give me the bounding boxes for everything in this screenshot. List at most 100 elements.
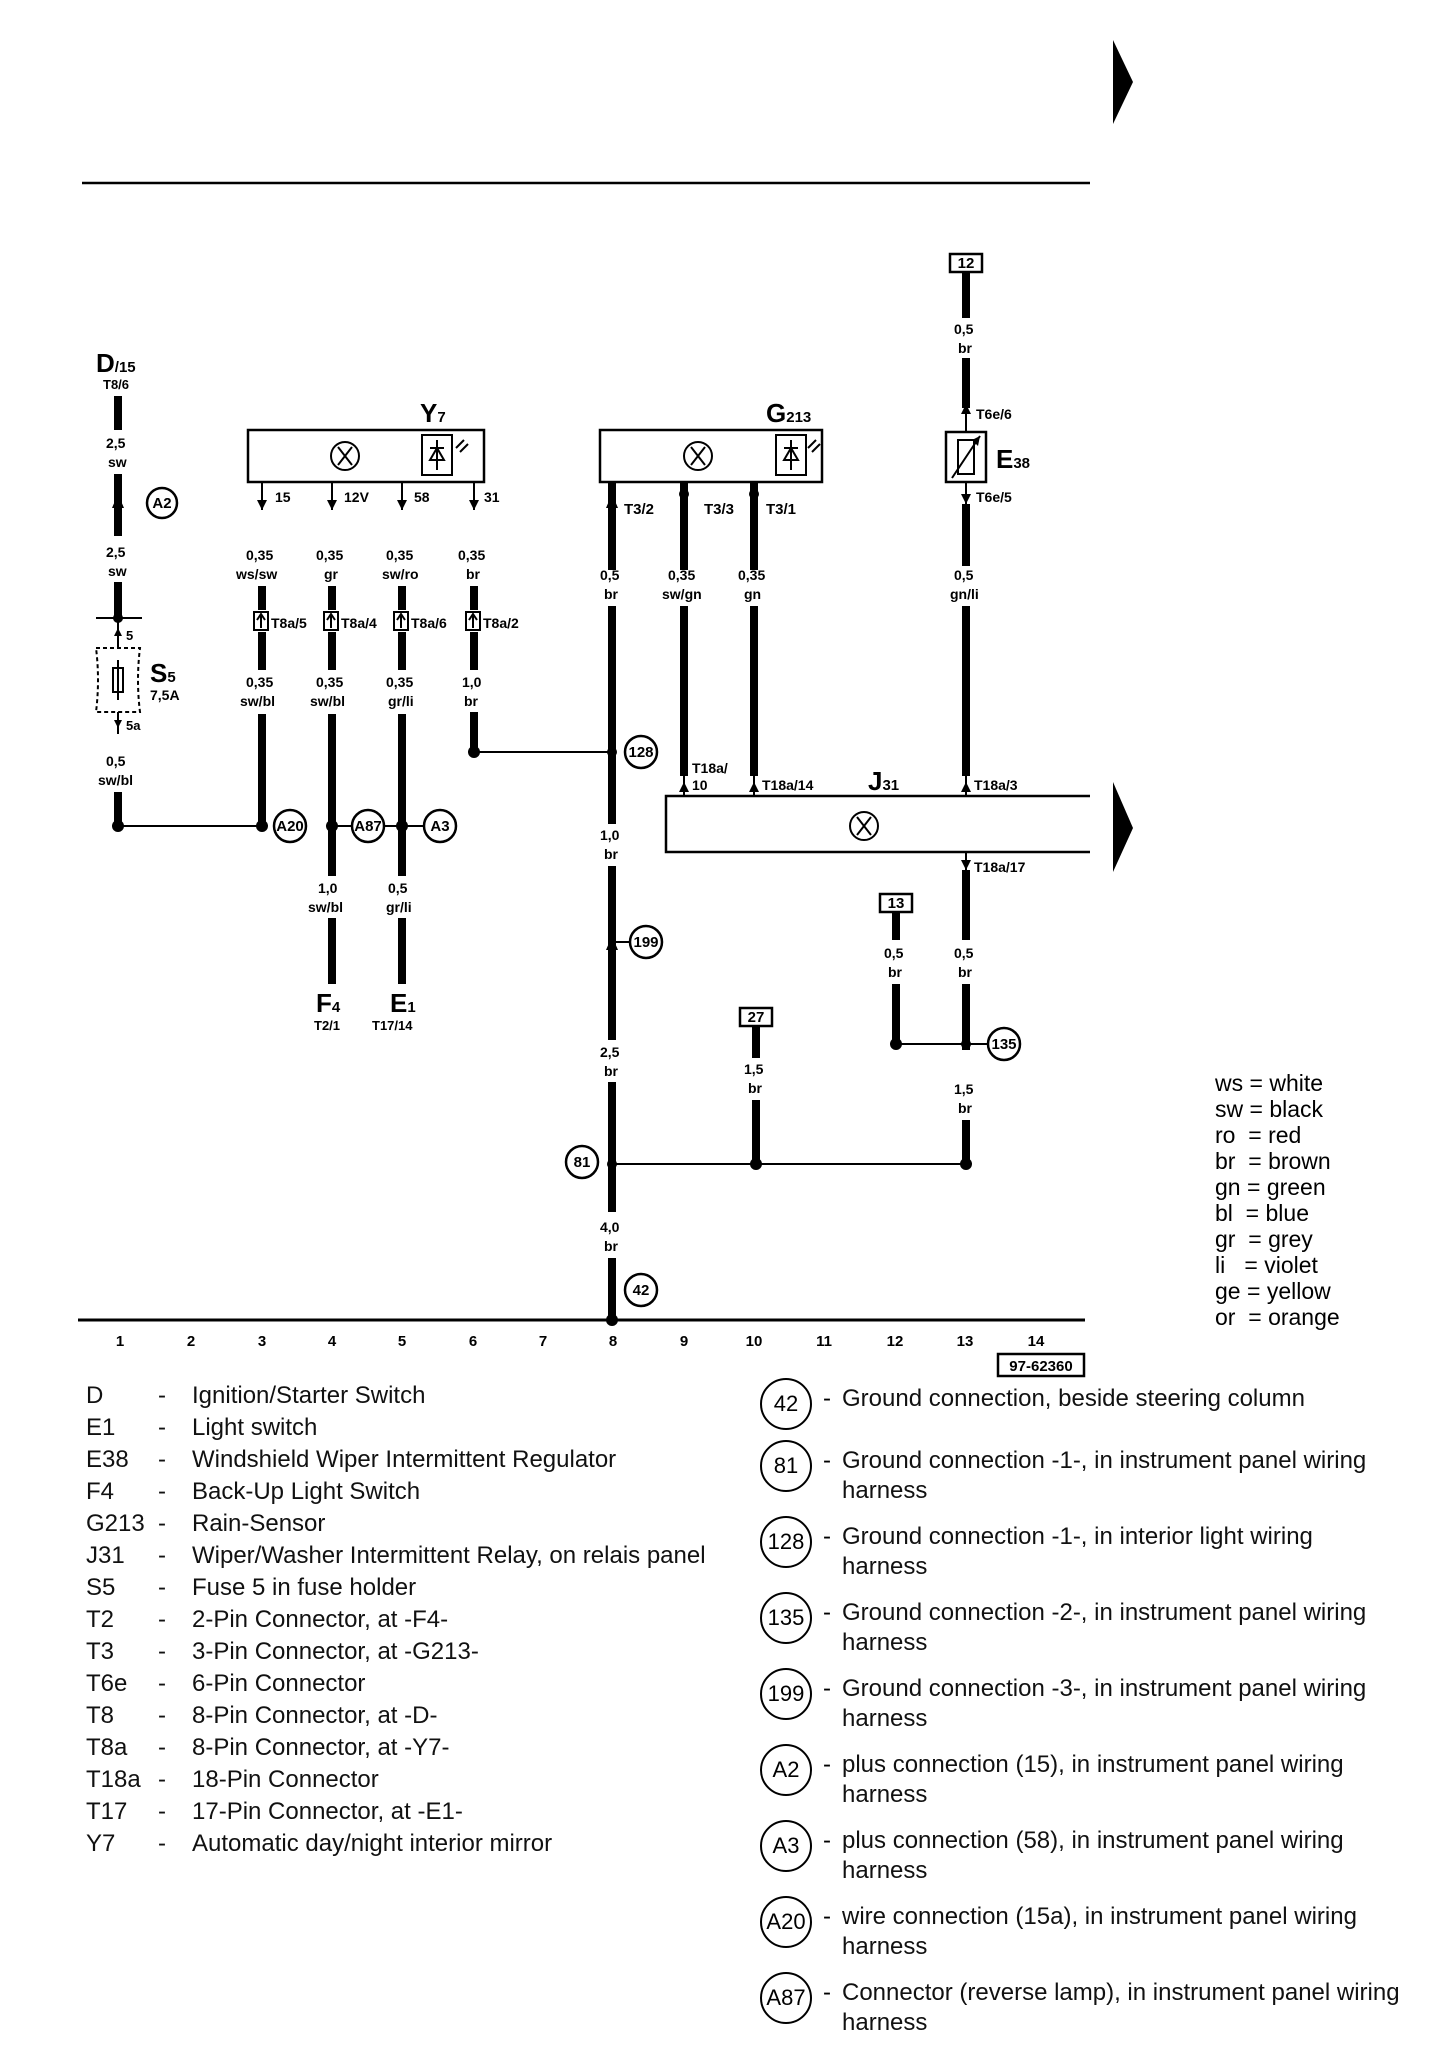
legend-dash: - bbox=[158, 1574, 166, 1601]
svg-text:br: br bbox=[748, 1080, 763, 1096]
legend-desc: Fuse 5 in fuse holder bbox=[192, 1574, 417, 1601]
legend-row: T18a-18-Pin Connector bbox=[86, 1764, 706, 1796]
svg-text:10: 10 bbox=[692, 777, 708, 793]
y7-label: Y7 bbox=[420, 398, 446, 428]
connection-dash: - bbox=[823, 1599, 831, 1626]
svg-text:12: 12 bbox=[887, 1333, 904, 1350]
color-sep: = bbox=[1240, 1174, 1267, 1200]
svg-text:A3: A3 bbox=[430, 818, 449, 835]
svg-text:1,5: 1,5 bbox=[744, 1061, 764, 1077]
svg-text:T8a/5: T8a/5 bbox=[271, 615, 307, 631]
svg-text:0,35: 0,35 bbox=[316, 674, 343, 690]
legend-row: T8a-8-Pin Connector, at -Y7- bbox=[86, 1732, 706, 1764]
svg-text:3: 3 bbox=[258, 1333, 266, 1350]
connection-row: A2-plus connection (15), in instrument p… bbox=[760, 1744, 1400, 1810]
legend-desc: Wiper/Washer Intermittent Relay, on rela… bbox=[192, 1542, 706, 1569]
legend-row: F4-Back-Up Light Switch bbox=[86, 1476, 706, 1508]
svg-text:128: 128 bbox=[628, 744, 653, 761]
legend-desc: Windshield Wiper Intermittent Regulator bbox=[192, 1446, 617, 1473]
color-sep: = bbox=[1243, 1096, 1270, 1122]
svg-text:12: 12 bbox=[958, 255, 975, 272]
legend-row: J31-Wiper/Washer Intermittent Relay, on … bbox=[86, 1540, 706, 1572]
g213-pin1-wire: T3/1 0,35 gn T18a/14 bbox=[738, 482, 814, 796]
svg-text:0,35: 0,35 bbox=[246, 674, 273, 690]
svg-text:sw: sw bbox=[108, 563, 127, 579]
svg-text:0,35: 0,35 bbox=[386, 547, 413, 563]
f4-pin: T2/1 bbox=[314, 1018, 340, 1033]
connection-row: A20-wire connection (15a), in instrument… bbox=[760, 1896, 1400, 1962]
connection-row: 42-Ground connection, beside steering co… bbox=[760, 1378, 1400, 1430]
svg-text:0,35: 0,35 bbox=[386, 674, 413, 690]
svg-text:gr/li: gr/li bbox=[386, 899, 412, 915]
svg-text:1,0: 1,0 bbox=[600, 827, 620, 843]
legend-desc: 18-Pin Connector bbox=[192, 1766, 379, 1793]
svg-text:0,5: 0,5 bbox=[600, 567, 620, 583]
color-name: violet bbox=[1264, 1252, 1318, 1278]
s5-label: S5 bbox=[150, 658, 176, 688]
svg-text:br: br bbox=[888, 964, 903, 980]
connection-dash: - bbox=[823, 1903, 831, 1930]
y7-pin31-wire: 0,35 br T8a/2 1,0 br bbox=[458, 482, 612, 758]
connection-desc: plus connection (58), in instrument pane… bbox=[842, 1827, 1344, 1884]
connection-code: A2 bbox=[760, 1744, 812, 1796]
e38-label: E38 bbox=[996, 444, 1030, 474]
svg-text:A2: A2 bbox=[152, 495, 171, 512]
color-name: grey bbox=[1268, 1226, 1313, 1252]
color-code: or bbox=[1215, 1304, 1236, 1330]
col10-branch: 27 1,5 br bbox=[738, 1006, 774, 1170]
y7-pin15-wire: 0,35 ws/sw T8a/5 0,35 sw/bl A20 bbox=[235, 482, 308, 844]
svg-text:br: br bbox=[604, 846, 619, 862]
connection-desc: Ground connection -1-, in interior light… bbox=[842, 1523, 1313, 1580]
legend-row: Y7-Automatic day/night interior mirror bbox=[86, 1828, 706, 1860]
svg-text:13: 13 bbox=[888, 895, 905, 912]
color-code: li bbox=[1215, 1252, 1226, 1278]
connection-code: A3 bbox=[760, 1820, 812, 1872]
svg-text:gr: gr bbox=[324, 566, 339, 582]
legend-code: T2 bbox=[86, 1606, 115, 1633]
svg-text:1: 1 bbox=[116, 1333, 124, 1350]
connection-code: 199 bbox=[760, 1668, 812, 1720]
col8-ground-trunk: T3/2 0,5 br 128 1,0 br 199 2,5 br 81 4,0… bbox=[564, 482, 964, 1326]
color-sep: = bbox=[1243, 1070, 1270, 1096]
color-name: green bbox=[1266, 1174, 1326, 1200]
legend-code: J31 bbox=[86, 1542, 125, 1569]
legend-desc: 8-Pin Connector, at -Y7- bbox=[192, 1734, 450, 1761]
connection-desc: Ground connection -1-, in instrument pan… bbox=[842, 1447, 1367, 1504]
svg-text:sw: sw bbox=[108, 454, 127, 470]
svg-text:0,35: 0,35 bbox=[316, 547, 343, 563]
col12-branch: 13 0,5 br bbox=[878, 892, 966, 1050]
svg-text:14: 14 bbox=[1028, 1333, 1045, 1350]
color-name: blue bbox=[1265, 1200, 1309, 1226]
svg-text:2,5: 2,5 bbox=[106, 435, 126, 451]
legend-row: T3-3-Pin Connector, at -G213- bbox=[86, 1636, 706, 1668]
color-code-row: gr = grey bbox=[1215, 1226, 1340, 1252]
g213-label: G213 bbox=[766, 398, 811, 428]
svg-text:0,5: 0,5 bbox=[954, 945, 974, 961]
svg-text:T3/1: T3/1 bbox=[766, 501, 796, 518]
legend-dash: - bbox=[158, 1510, 166, 1537]
e1-pin: T17/14 bbox=[372, 1018, 413, 1033]
svg-text:6: 6 bbox=[469, 1333, 477, 1350]
svg-text:gr/li: gr/li bbox=[388, 693, 414, 709]
color-code-row: ge = yellow bbox=[1215, 1278, 1340, 1304]
color-code-row: br = brown bbox=[1215, 1148, 1340, 1174]
legend-desc: Rain-Sensor bbox=[192, 1510, 326, 1537]
svg-text:0,5: 0,5 bbox=[884, 945, 904, 961]
color-code-row: ro = red bbox=[1215, 1122, 1340, 1148]
svg-text:br: br bbox=[604, 1238, 619, 1254]
svg-text:135: 135 bbox=[991, 1036, 1016, 1053]
color-sep: = bbox=[1235, 1304, 1269, 1330]
color-code: sw bbox=[1215, 1096, 1244, 1122]
svg-text:1,0: 1,0 bbox=[318, 880, 338, 896]
svg-text:T6e/6: T6e/6 bbox=[976, 406, 1012, 422]
legend-dash: - bbox=[158, 1446, 166, 1473]
legend-code: F4 bbox=[86, 1478, 115, 1505]
legend-row: T17-17-Pin Connector, at -E1- bbox=[86, 1796, 706, 1828]
svg-text:T6e/5: T6e/5 bbox=[976, 489, 1012, 505]
svg-text:8: 8 bbox=[609, 1333, 617, 1350]
color-sep: = bbox=[1235, 1226, 1269, 1252]
e1-label: E1 bbox=[390, 988, 416, 1018]
color-code: ge bbox=[1215, 1278, 1241, 1304]
svg-text:sw/bl: sw/bl bbox=[240, 693, 275, 709]
legend-desc: Ignition/Starter Switch bbox=[192, 1382, 426, 1409]
